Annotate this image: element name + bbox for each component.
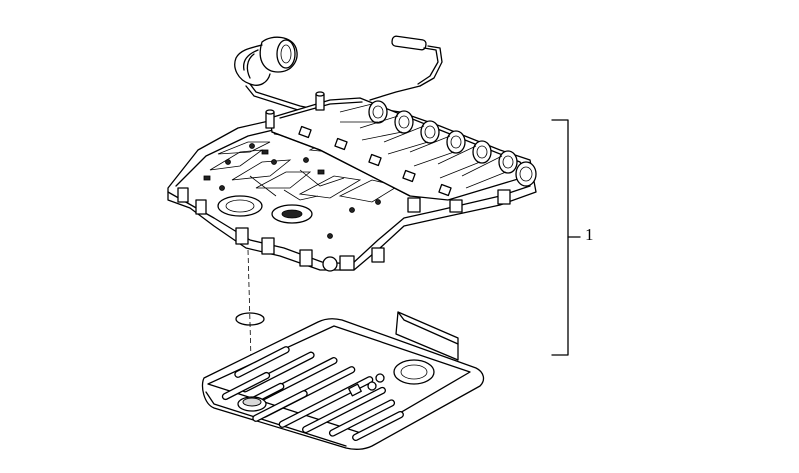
temperature-sensor-probe [369,35,443,101]
o-ring-seal [235,312,265,326]
solenoid-valve-bank [265,91,537,213]
callout-bracket [551,119,581,356]
callout-label-1: 1 [585,225,594,244]
oil-filter [201,311,485,450]
